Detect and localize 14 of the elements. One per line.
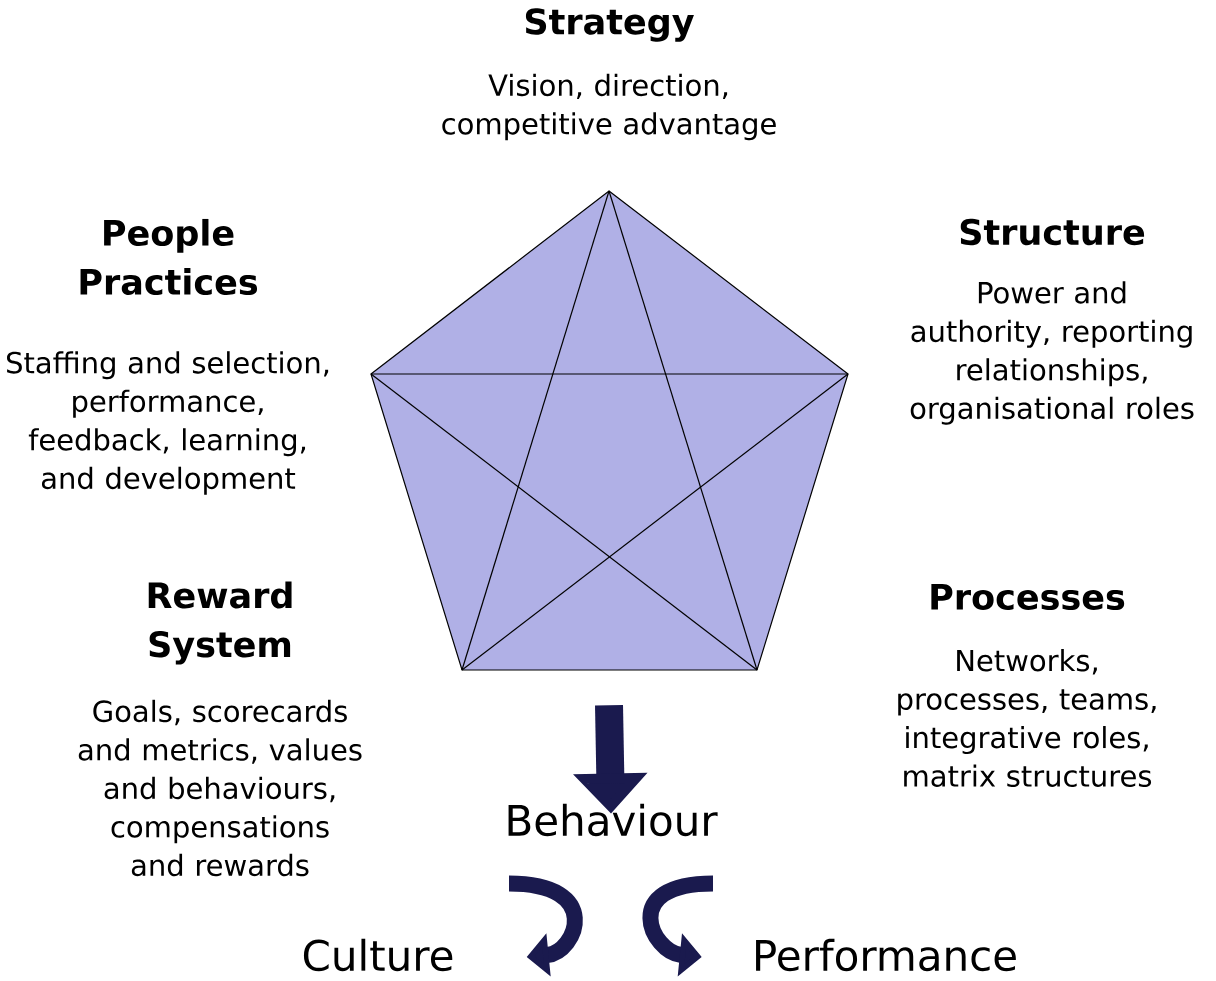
outcome-text: Behaviour <box>508 803 718 837</box>
description-text: Staffing and selection, performance, feedback, learning, and development <box>7 351 329 495</box>
heading: Structure <box>960 218 1145 246</box>
heading: Reward System <box>148 581 292 665</box>
heading: Processes <box>931 584 1125 610</box>
description-text: Goals, scorecards and metrics, values and behaviours, compensations and rewards <box>78 699 362 877</box>
description-text: Power and authority, reporting relationships, organisational roles <box>910 281 1194 425</box>
outcome-text: Culture <box>303 938 453 972</box>
description-text: Networks, processes, teams, integrative roles, matrix structures <box>898 649 1156 787</box>
description-text: Vision, direction, competitive advantage <box>442 73 776 141</box>
pentagon-star-drawing <box>370 190 849 671</box>
heading: People Practices <box>80 218 258 296</box>
outcome-text: Performance <box>756 938 1016 972</box>
heading: Strategy <box>525 8 694 42</box>
